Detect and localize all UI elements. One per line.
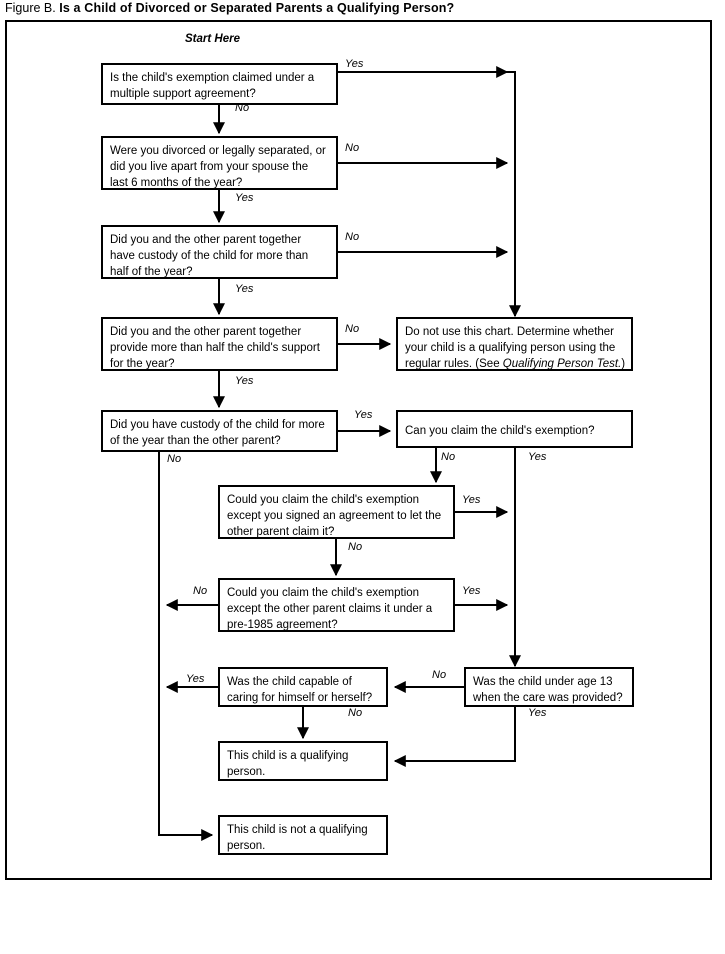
node-do-not-use[interactable]: Do not use this chart. Determine whether… bbox=[396, 317, 633, 371]
node-q10-line-1: caring for himself or herself? bbox=[227, 692, 372, 704]
edge-label-q7-no: No bbox=[348, 541, 362, 553]
node-q7-line-2: other parent claim it? bbox=[227, 526, 334, 538]
qualifying-person-test-ref: Qualifying Person Test. bbox=[503, 358, 621, 370]
edge-label-q4-yes: Yes bbox=[235, 375, 254, 387]
edge-label-q5-yes: Yes bbox=[354, 409, 373, 421]
edge-layer bbox=[158, 66, 521, 841]
node-q7[interactable]: Could you claim the child's exemption ex… bbox=[218, 485, 455, 539]
node-no-result-line-0: This child is not a qualifying bbox=[227, 824, 368, 836]
edge-label-q9-yes: Yes bbox=[528, 707, 547, 719]
node-q5-line-0: Did you have custody of the child for mo… bbox=[110, 419, 325, 431]
edge-label-q2-yes: Yes bbox=[235, 192, 254, 204]
node-no-result-line-1: person. bbox=[227, 840, 265, 852]
edge-trunk-right-top bbox=[337, 71, 516, 312]
node-q8-line-2: pre-1985 agreement? bbox=[227, 619, 338, 631]
node-q2-line-0: Were you divorced or legally separated, … bbox=[110, 145, 326, 157]
node-donotuse-line-2-prefix: regular rules. (See bbox=[405, 358, 503, 370]
node-q9-line-1: when the care was provided? bbox=[472, 692, 623, 704]
node-q9-line-0: Was the child under age 13 bbox=[473, 676, 613, 688]
edge-label-q1-no: No bbox=[235, 102, 249, 114]
node-q6[interactable]: Can you claim the child's exemption? bbox=[396, 410, 633, 448]
node-q1-line-1: multiple support agreement? bbox=[110, 88, 256, 100]
node-q8-line-0: Could you claim the child's exemption bbox=[227, 587, 419, 599]
edge-q5-no-trunk bbox=[158, 451, 214, 841]
node-q8[interactable]: Could you claim the child's exemption ex… bbox=[218, 578, 455, 632]
node-donotuse-line-1: your child is a qualifying person using … bbox=[405, 342, 615, 354]
edge-label-q2-no: No bbox=[345, 142, 359, 154]
edge-label-q4-no: No bbox=[345, 323, 359, 335]
figure-label: Figure B. bbox=[5, 1, 56, 15]
figure-question: Is a Child of Divorced or Separated Pare… bbox=[59, 1, 455, 15]
node-yes-result-line-1: person. bbox=[227, 766, 265, 778]
node-q2[interactable]: Were you divorced or legally separated, … bbox=[101, 136, 338, 190]
node-q1-line-0: Is the child's exemption claimed under a bbox=[110, 72, 315, 84]
edge-label-q6-no: No bbox=[441, 451, 455, 463]
node-layer: Is the child's exemption claimed under a… bbox=[101, 63, 634, 855]
node-q4-line-2: for the year? bbox=[110, 358, 175, 370]
edge-q9-yes bbox=[393, 706, 516, 767]
node-q10[interactable]: Was the child capable of caring for hims… bbox=[218, 667, 388, 707]
node-q3[interactable]: Did you and the other parent together ha… bbox=[101, 225, 338, 279]
edge-label-q8-yes: Yes bbox=[462, 585, 481, 597]
node-q3-line-2: half of the year? bbox=[110, 266, 192, 278]
node-yes-result-line-0: This child is a qualifying bbox=[227, 750, 348, 762]
edge-label-q5-no: No bbox=[167, 453, 181, 465]
edge-label-q8-no: No bbox=[193, 585, 207, 597]
node-q2-line-1: did you live apart from your spouse the bbox=[110, 161, 308, 173]
edge-label-q10-no: No bbox=[348, 707, 362, 719]
edge-label-q6-yes: Yes bbox=[528, 451, 547, 463]
edge-label-q1-yes: Yes bbox=[345, 58, 364, 70]
node-q7-line-1: except you signed an agreement to let th… bbox=[227, 510, 441, 522]
node-q9[interactable]: Was the child under age 13 when the care… bbox=[464, 667, 634, 707]
node-q4-line-0: Did you and the other parent together bbox=[110, 326, 301, 338]
node-q3-line-1: have custody of the child for more than bbox=[110, 250, 308, 262]
edge-label-layer: Yes No No Yes No Yes No Yes Yes No No Ye… bbox=[167, 58, 547, 719]
flowchart-canvas: Is the child's exemption claimed under a… bbox=[101, 33, 634, 855]
node-q3-line-0: Did you and the other parent together bbox=[110, 234, 301, 246]
node-q1[interactable]: Is the child's exemption claimed under a… bbox=[101, 63, 338, 105]
edge-label-q10-yes: Yes bbox=[186, 673, 205, 685]
edge-label-q3-no: No bbox=[345, 231, 359, 243]
node-q4[interactable]: Did you and the other parent together pr… bbox=[101, 317, 338, 371]
node-q4-line-1: provide more than half the child's suppo… bbox=[110, 342, 321, 354]
node-donotuse-line-0: Do not use this chart. Determine whether bbox=[405, 326, 614, 338]
edge-label-q3-yes: Yes bbox=[235, 283, 254, 295]
figure-caption: Figure B. Is a Child of Divorced or Sepa… bbox=[5, 1, 454, 15]
node-donotuse-line-2-suffix: ) bbox=[621, 358, 625, 370]
node-not-qualifying-person[interactable]: This child is not a qualifying person. bbox=[218, 815, 388, 855]
node-q5-line-1: of the year than the other parent? bbox=[110, 435, 281, 447]
node-q7-line-0: Could you claim the child's exemption bbox=[227, 494, 419, 506]
start-here-label: Start Here bbox=[185, 33, 241, 45]
edge-label-q9-no: No bbox=[432, 669, 446, 681]
node-qualifying-person[interactable]: This child is a qualifying person. bbox=[218, 741, 388, 781]
node-q5[interactable]: Did you have custody of the child for mo… bbox=[101, 410, 338, 452]
node-q8-line-1: except the other parent claims it under … bbox=[227, 603, 433, 615]
node-q10-line-0: Was the child capable of bbox=[227, 676, 353, 688]
node-q6-line-0: Can you claim the child's exemption? bbox=[405, 425, 595, 437]
flowchart-frame: Is the child's exemption claimed under a… bbox=[5, 20, 712, 880]
node-q2-line-2: last 6 months of the year? bbox=[110, 177, 242, 189]
node-donotuse-line-2: regular rules. (See Qualifying Person Te… bbox=[405, 358, 625, 370]
edge-label-q7-yes: Yes bbox=[462, 494, 481, 506]
